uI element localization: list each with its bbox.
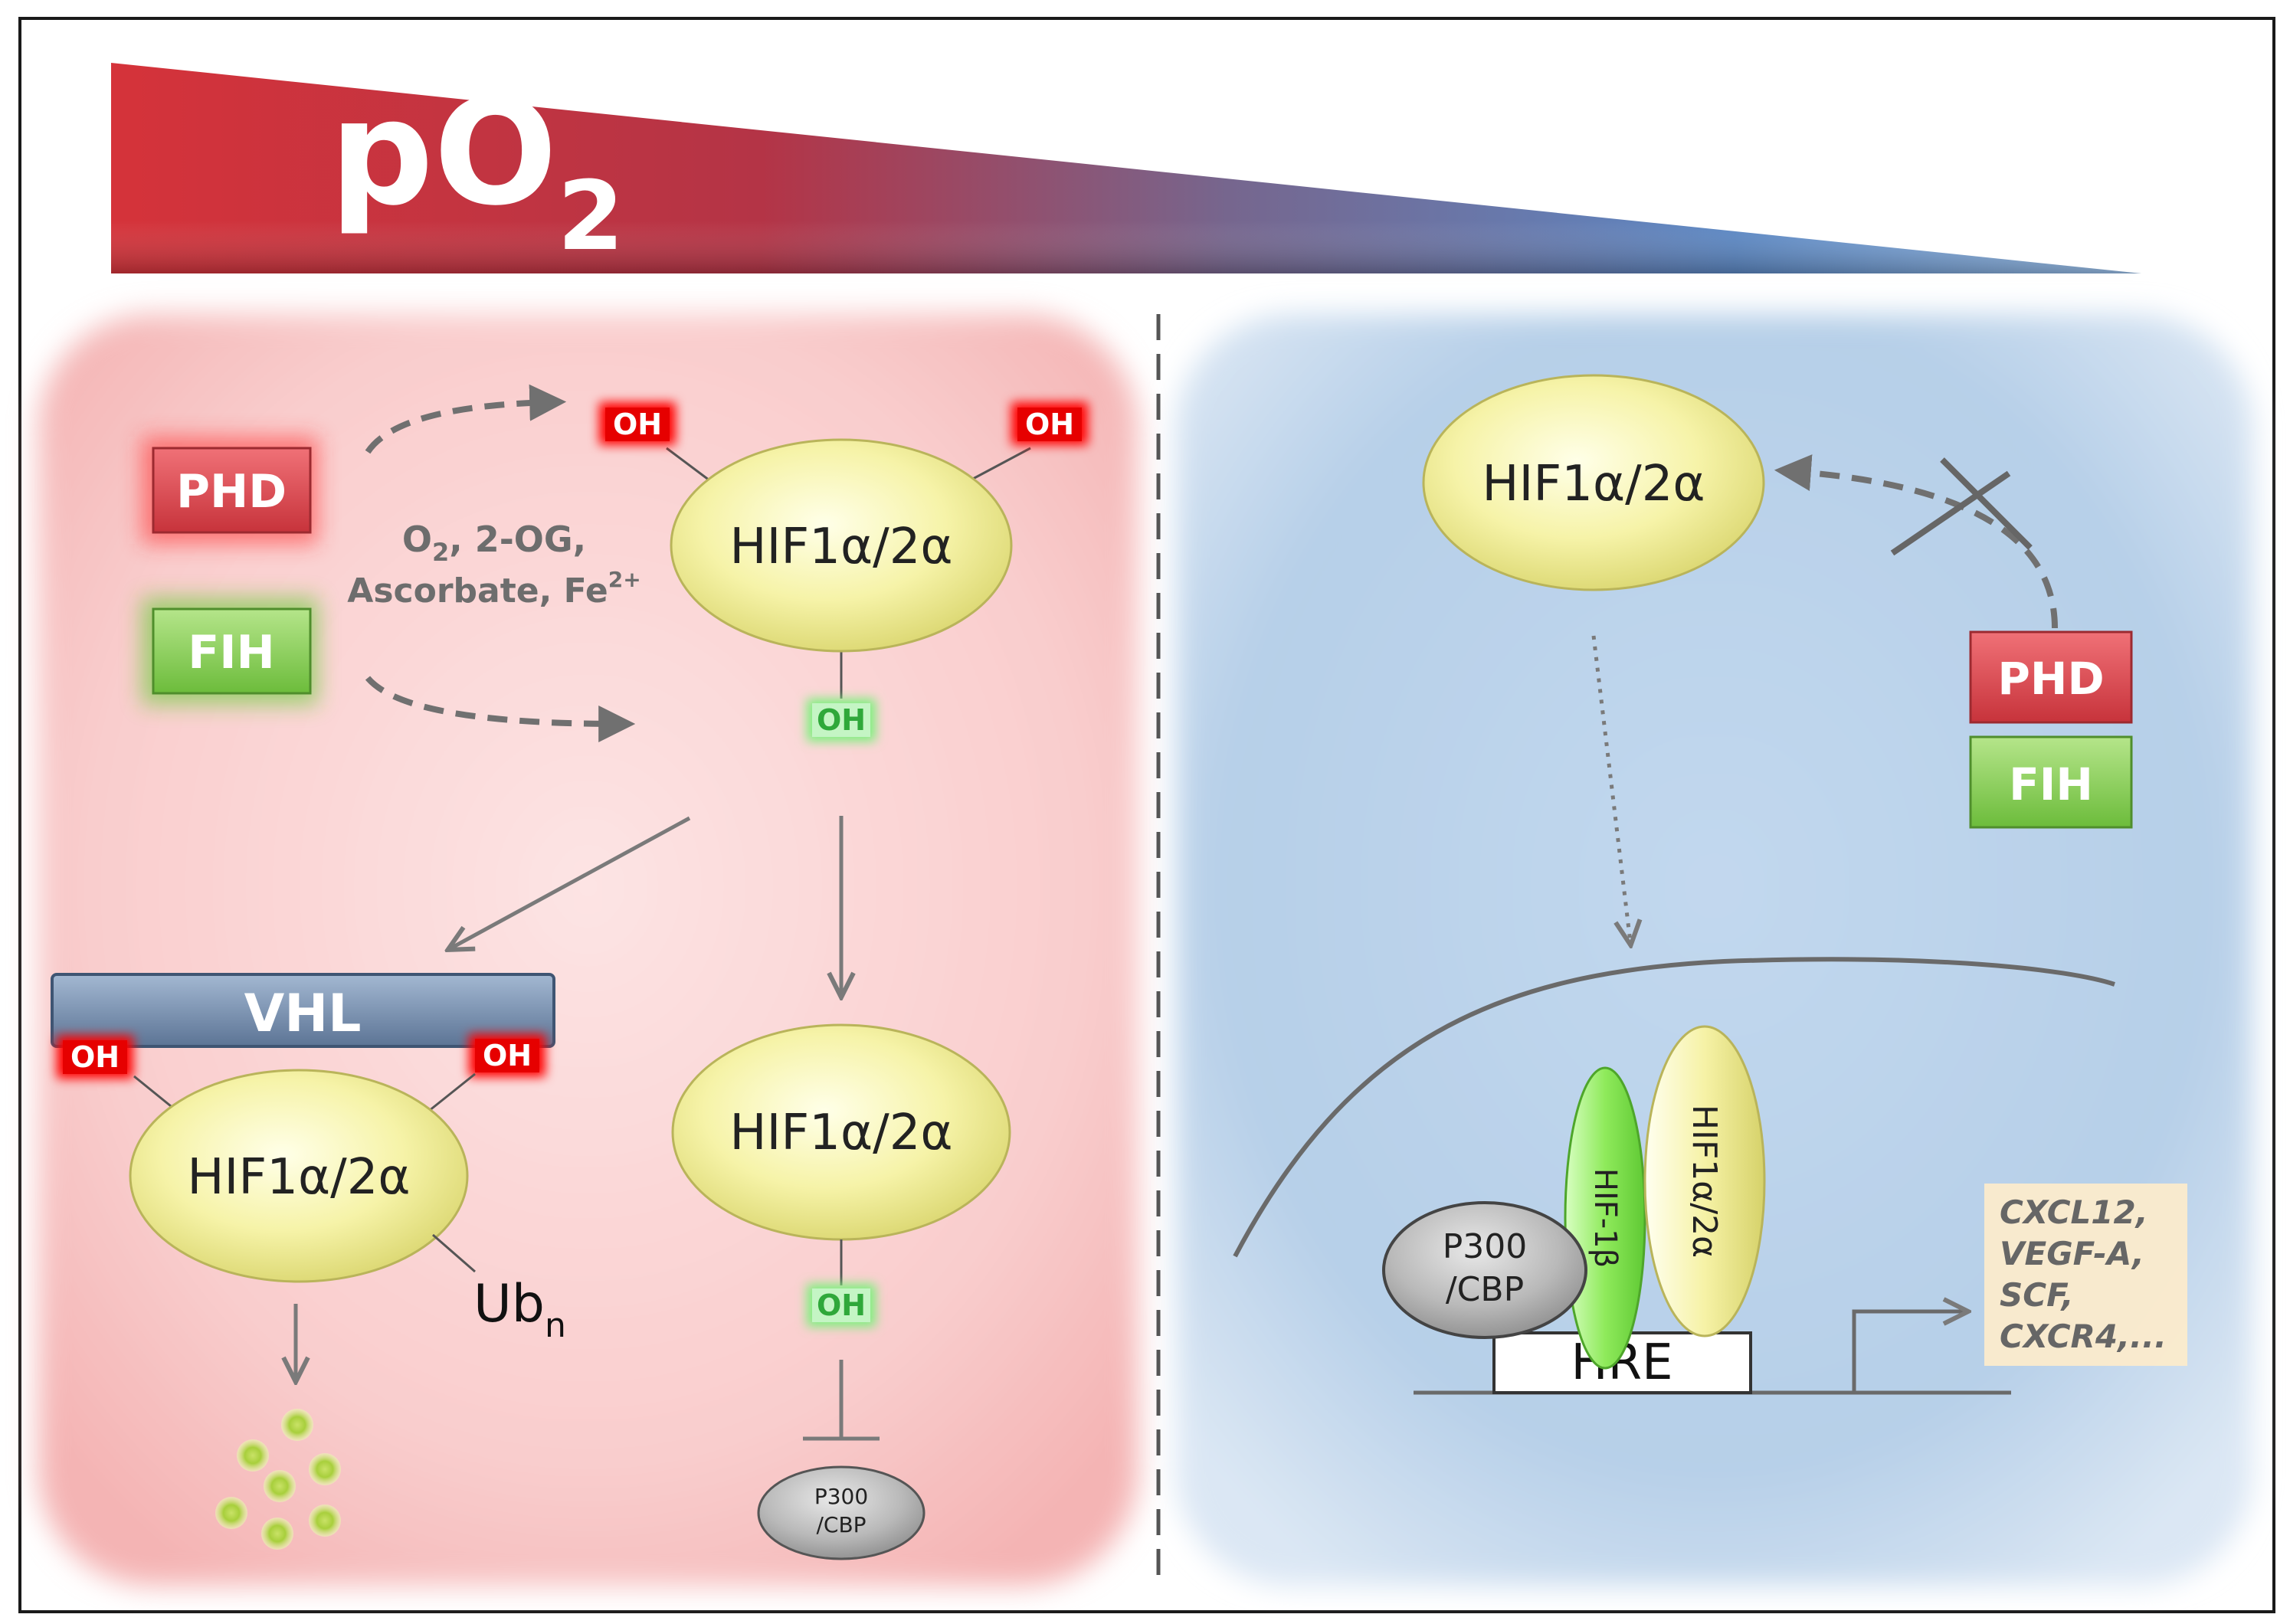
cofactors-line2: Ascorbate, Fe2+ [347,567,640,611]
gene-vegfa: VEGF-A, [2000,1235,2144,1272]
nuclear-membrane [1233,957,2115,1258]
oh-bond-1 [666,447,713,484]
hif-alpha-top-label: HIF1α/2α [729,519,952,575]
fih-label-hypoxia: FIH [2009,758,2093,810]
transcription-start-arrow [1852,1311,1965,1393]
cofactors-line1: O2, 2-OG, [402,519,586,567]
ub-bond [432,1233,476,1273]
fih-hydroxylation-arrow [365,676,636,742]
oh-label: OH [1025,408,1074,441]
p300-label-line1: P300 [814,1484,868,1509]
hif-alpha-fih-label: HIF1α/2α [729,1105,952,1161]
po2-label: pO2 [329,68,624,272]
phd-label: PHD [176,465,287,519]
p300-label-line2: /CBP [816,1512,866,1537]
oh-label: OH [817,703,866,737]
hif-alpha-top-normoxia [670,438,1013,653]
hif-alpha-vhl-bound [129,1069,469,1283]
oh-label: OH [613,408,662,441]
fih-label: FIH [188,626,275,679]
hif-1-beta-label: HIF-1β [1587,1168,1623,1268]
gene-scf: SCF, [2000,1276,2074,1314]
blocked-hydroxylation-arrow [1774,454,2058,629]
oh-badge-green-1: OH [807,699,876,742]
p300-cbp-coactivator [1382,1201,1587,1339]
p300-label-line1-hypoxia: P300 [1443,1227,1528,1266]
oh-badge-green-2: OH [807,1284,876,1327]
vhl-complex: VHL [51,973,555,1048]
phd-hydroxylation-arrow [365,384,567,454]
p300-cbp-blocked [757,1465,926,1560]
oh-label: OH [817,1288,866,1322]
oh-badge-vhl-2: OH [469,1034,545,1077]
hif-alpha-nuclear-label: HIF1α/2α [1685,1105,1724,1258]
oh-label: OH [70,1040,120,1074]
oh-badge-red-1: OH [599,402,676,445]
target-genes-box: CXCL12, VEGF-A, SCF, CXCR4,... [1984,1184,2187,1366]
arrow-to-vhl [450,816,691,948]
ubiquitin-label: Ubn [473,1274,566,1345]
oh-badge-vhl-1: OH [57,1036,133,1079]
vhl-bond-2 [428,1072,476,1112]
vhl-bond-1 [133,1075,175,1111]
phd-enzyme-hypoxia: PHD [1969,630,2133,724]
p300-label-line2-hypoxia: /CBP [1446,1270,1524,1309]
hif-alpha-vhl-label: HIF1α/2α [187,1149,410,1206]
hif-alpha-nuclear [1643,1025,1766,1338]
vhl-label: VHL [244,984,362,1044]
phd-label-hypoxia: PHD [1997,653,2104,705]
phd-enzyme-normoxia: PHD [142,437,318,544]
oh-label: OH [483,1039,532,1072]
gene-cxcr4: CXCR4,... [2000,1318,2167,1355]
gene-cxcl12: CXCL12, [2000,1193,2148,1231]
po2-gradient-wedge: pO2 [111,63,2141,273]
fih-enzyme-hypoxia: FIH [1969,735,2133,829]
hif-alpha-stabilized [1422,374,1765,591]
fih-enzyme-normoxia: FIH [142,598,318,705]
oh-badge-red-2: OH [1011,402,1088,445]
oh-bond-2 [972,447,1031,480]
degraded-fragments [215,1409,341,1550]
hif-alpha-stabilized-label: HIF1α/2α [1482,456,1705,512]
cross-mark-icon [1890,457,2033,556]
hif-1-beta [1564,1066,1646,1370]
